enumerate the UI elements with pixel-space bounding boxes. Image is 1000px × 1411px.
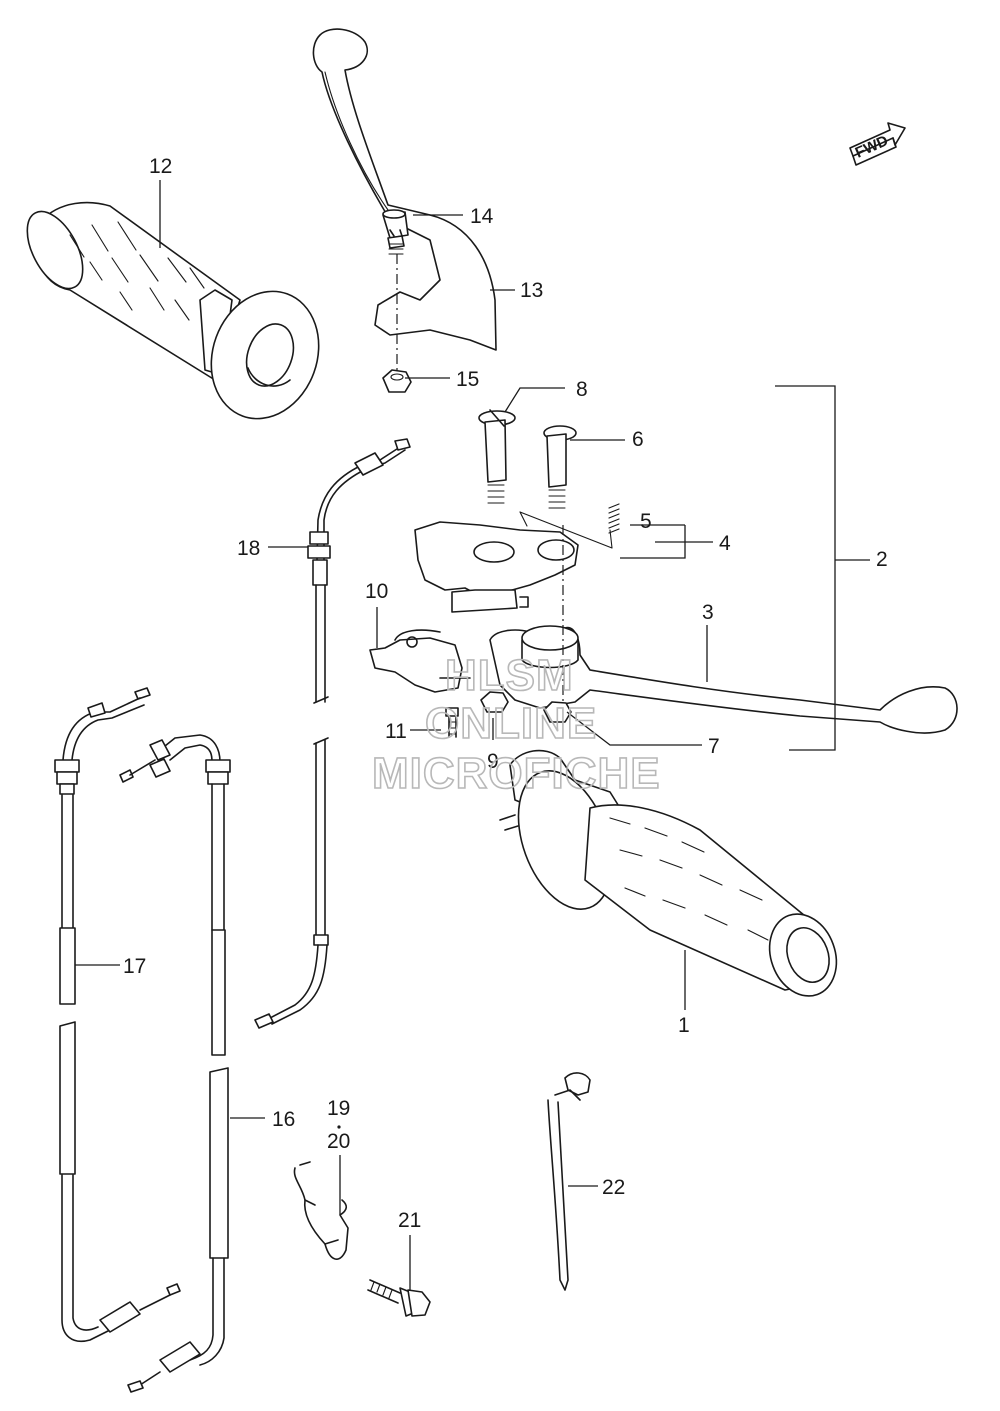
callout-15: 15	[456, 368, 479, 391]
callout-6: 6	[632, 428, 644, 451]
callout-9: 9	[487, 750, 499, 773]
screw-11	[445, 707, 459, 738]
nut-15	[382, 369, 412, 393]
left-grip-part	[26, 201, 320, 420]
cable-16	[119, 734, 231, 1393]
switch-10	[369, 629, 471, 693]
callout-2: 2	[876, 548, 888, 571]
callout-4: 4	[719, 532, 731, 555]
lever-holder	[414, 511, 613, 613]
watermark: HLSM ONLINE MICROFICHE	[371, 650, 661, 799]
callout-1: 1	[678, 1014, 690, 1037]
watermark-line-3: MICROFICHE	[372, 749, 661, 798]
bolt-6	[543, 425, 577, 509]
nut-7	[543, 701, 572, 723]
callout-18: 18	[237, 537, 260, 560]
clip-19-20	[293, 1161, 349, 1260]
cable-tie-22	[547, 1072, 591, 1291]
callout-7: 7	[708, 735, 720, 758]
leader-lines	[75, 180, 713, 1290]
callout-22: 22	[602, 1176, 625, 1199]
bracket-2	[775, 385, 870, 751]
callout-21: 21	[398, 1209, 421, 1232]
brake-lever-3	[489, 625, 958, 734]
callout-14: 14	[470, 205, 494, 228]
callout-17: 17	[123, 955, 146, 978]
callout-11: 11	[385, 720, 407, 743]
callout-12: 12	[149, 155, 172, 178]
callout-19: 19	[327, 1097, 350, 1120]
callout-16: 16	[272, 1108, 295, 1131]
callout-20: 20	[327, 1130, 350, 1153]
bolt-8	[478, 409, 516, 504]
watermark-line-2: ONLINE	[425, 699, 597, 748]
cable-17	[54, 687, 181, 1342]
callout-8: 8	[576, 378, 588, 401]
fwd-arrow-icon: FWD	[849, 122, 906, 166]
callout-10: 10	[365, 580, 388, 603]
pivot-bolt-14	[382, 209, 409, 255]
spring-5	[608, 503, 620, 534]
bolt-21	[367, 1279, 431, 1317]
callout-13: 13	[520, 279, 543, 302]
callout-numbers: 1 2 3 4 5 6 7 8 9 10 11 12 13 14 15 16 1…	[123, 155, 888, 1232]
watermark-line-1: HLSM	[445, 651, 574, 700]
callout-dot	[337, 1125, 341, 1129]
nut-9	[480, 691, 509, 713]
cable-18	[254, 438, 411, 1029]
clutch-lever-part	[312, 28, 497, 351]
throttle-grip-1	[499, 749, 838, 997]
callout-5: 5	[640, 510, 652, 533]
callout-3: 3	[702, 601, 714, 624]
